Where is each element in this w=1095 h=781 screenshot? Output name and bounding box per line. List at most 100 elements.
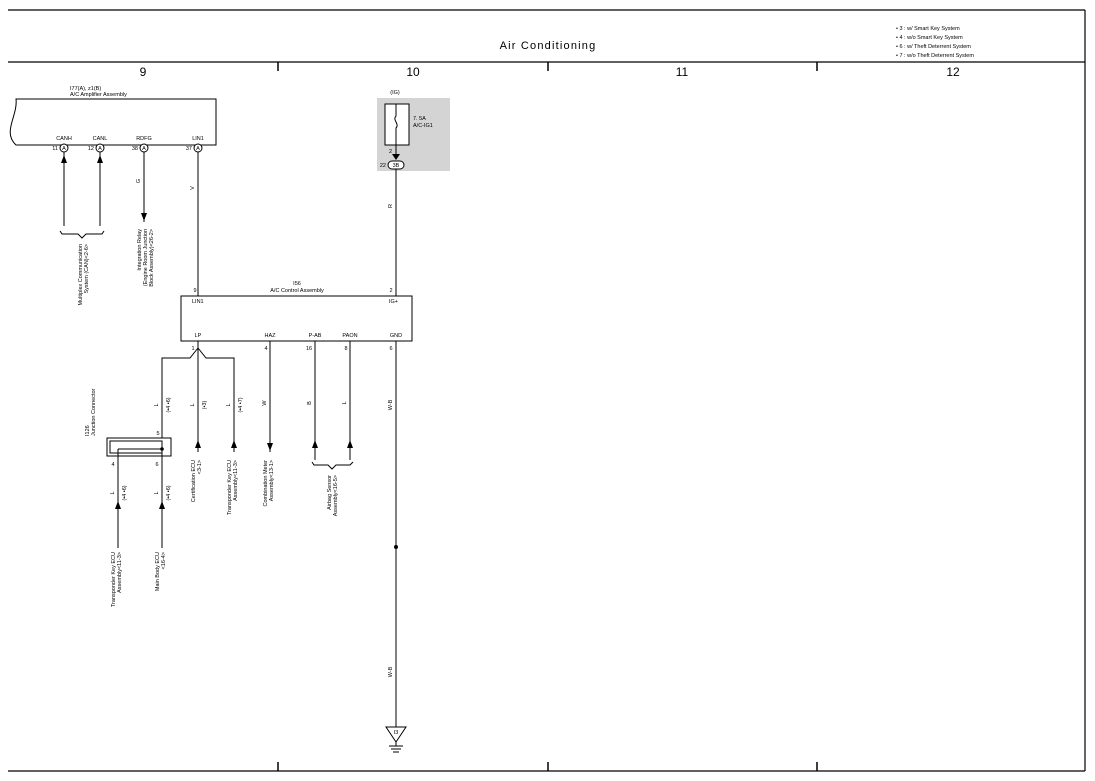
dest-airbag-line-1: Airbag Sensor <box>327 475 333 510</box>
wire-note-j4: (•4 •6) <box>122 485 128 500</box>
dest-airbag-line-2: Assembly<16-5> <box>333 475 339 516</box>
fuse-ac-ig1: (IG) 7. 5A A/C-IG1 2 3B 22 <box>377 90 450 171</box>
wire-lp-right <box>197 347 235 452</box>
control-pin-label-gnd: GND <box>390 333 402 339</box>
control-pin-label-pab: P-AB <box>309 333 322 339</box>
control-pin-label-lp: LP <box>195 333 202 339</box>
control-name: A/C Control Assembly <box>270 288 324 294</box>
wire-color-gnd-b: W-B <box>388 666 394 677</box>
control-code: I56 <box>293 281 301 287</box>
svg-text:A: A <box>62 146 66 152</box>
dest-transponder-a-line-2: Assembly<11-3> <box>233 460 239 501</box>
control-pin-num-lp: 1 <box>191 346 194 352</box>
column-number-10: 10 <box>406 65 420 79</box>
junction-name: Junction Connector <box>91 388 97 436</box>
arrow-junction-4 <box>115 501 121 509</box>
wire-color-rdfg: G <box>136 179 142 183</box>
svg-text:A: A <box>142 146 146 152</box>
dest-main-body-line-1: Main Body ECU <box>155 552 161 591</box>
dest-transponder-b-line-1: Transponder Key ECU <box>111 552 117 607</box>
svg-text:37: 37 <box>186 146 192 152</box>
wire-color-j6: L <box>154 491 160 494</box>
wire-color-lin: V <box>190 186 196 190</box>
svg-text:A: A <box>98 146 102 152</box>
legend-line-1: • 3 : w/ Smart Key System <box>896 26 960 32</box>
amp-pin-canl: A 12 <box>88 143 105 153</box>
connector-3b-pin: 22 <box>380 163 386 169</box>
dest-certification-line-2: <3-1> <box>197 460 203 474</box>
dest-integration-line-1: Integration Relay <box>137 229 143 271</box>
arrow-canl <box>97 155 103 163</box>
amp-pin-label-canl: CANL <box>93 136 108 142</box>
svg-text:38: 38 <box>132 146 138 152</box>
wire-color-haz: W <box>262 400 268 406</box>
wire-color-ig: R <box>388 204 394 208</box>
wire-color-pab: B <box>307 401 313 405</box>
wire-color-j4: L <box>110 491 116 494</box>
fuse-supply: (IG) <box>390 90 400 96</box>
fuse-pin: 2 <box>389 149 392 155</box>
junction-inner <box>109 440 163 454</box>
svg-text:3B: 3B <box>393 163 400 169</box>
junction-pin-4: 4 <box>111 462 114 468</box>
dest-integration-line-3: Block Assembly)<26-2> <box>149 229 155 287</box>
control-pin-num-lin1: 9 <box>193 288 196 294</box>
wire-color-gnd-a: W-B <box>388 399 394 410</box>
diagram-title: Air Conditioning <box>500 40 597 52</box>
arrow-junction-6 <box>159 501 165 509</box>
svg-text:A: A <box>196 146 200 152</box>
bracket-multiplex <box>59 230 105 239</box>
amp-pin-label-rdfg: RDFG <box>136 136 152 142</box>
arrow-paon <box>347 440 353 448</box>
dest-transponder-b-line-2: Assembly<11-3> <box>117 552 123 593</box>
fuse-rating: 7. 5A <box>413 116 426 122</box>
dest-multiplex-line-1: Multiplex Communication <box>78 244 84 305</box>
wire-lp-left <box>161 341 199 440</box>
wire-note-j6: (•4 •6) <box>166 485 172 500</box>
amp-pin-label-canh: CANH <box>56 136 72 142</box>
wire-color-lp-c: L <box>226 403 232 406</box>
control-pin-label-haz: HAZ <box>265 333 277 339</box>
arrow-lp-center <box>195 440 201 448</box>
control-pin-label-paon: PAON <box>342 333 357 339</box>
wire-note-lp-a: (•4 •6) <box>166 397 172 412</box>
dest-multiplex-line-2: System (CAN)<2-6> <box>84 244 90 294</box>
ground-symbol: I3 <box>385 726 407 753</box>
wire-color-lp-b: L <box>190 403 196 406</box>
amp-pin-label-lin1: LIN1 <box>192 136 204 142</box>
dest-transponder-a-line-1: Transponder Key ECU <box>227 460 233 515</box>
dest-combination-line-1: Combination Meter <box>263 460 269 507</box>
junction-code: I126 <box>85 425 91 436</box>
wire-note-lp-c: (•4 •7) <box>238 397 244 412</box>
dest-combination-line-2: Assembly<13-1> <box>269 460 275 501</box>
fuse-symbol <box>394 104 398 145</box>
wire-note-lp-b: (•3) <box>202 401 208 410</box>
dest-integration-line-2: (Engine Room Junction <box>143 229 149 286</box>
wire-color-paon: L <box>342 401 348 404</box>
legend-line-2: • 4 : w/o Smart Key System <box>896 35 963 41</box>
arrow-canh <box>61 155 67 163</box>
column-number-9: 9 <box>140 65 147 79</box>
dest-main-body-line-2: <16-4> <box>161 552 167 569</box>
control-pin-num-gnd: 6 <box>389 346 392 352</box>
legend-line-4: • 7 : w/o Theft Deterrent System <box>896 53 974 59</box>
wire-color-lp-a: L <box>154 403 160 406</box>
control-pin-num-ig: 2 <box>389 288 392 294</box>
dest-certification-line-1: Certification ECU <box>191 460 197 502</box>
junction-connector: I126 Junction Connector 5 4 6 <box>85 388 172 468</box>
fuse-name: A/C-IG1 <box>413 123 433 129</box>
svg-text:11: 11 <box>52 146 58 152</box>
junction-pin-6: 6 <box>155 462 158 468</box>
svg-text:12: 12 <box>88 146 94 152</box>
amplifier-code: I77(A), z1(B) <box>70 86 101 92</box>
control-pin-num-haz: 4 <box>264 346 267 352</box>
control-pin-num-paon: 8 <box>344 346 347 352</box>
arrow-lp-right <box>231 440 237 448</box>
column-ticks <box>277 62 818 771</box>
control-assembly: I56 A/C Control Assembly 9 2 LIN1 IG+ LP… <box>180 281 413 352</box>
amplifier-assembly: I77(A), z1(B) A/C Amplifier Assembly CAN… <box>9 86 217 153</box>
legend-line-3: • 6 : w/ Theft Deterrent System <box>896 44 971 50</box>
control-pin-label-ig: IG+ <box>389 299 398 305</box>
column-number-11: 11 <box>676 65 689 79</box>
